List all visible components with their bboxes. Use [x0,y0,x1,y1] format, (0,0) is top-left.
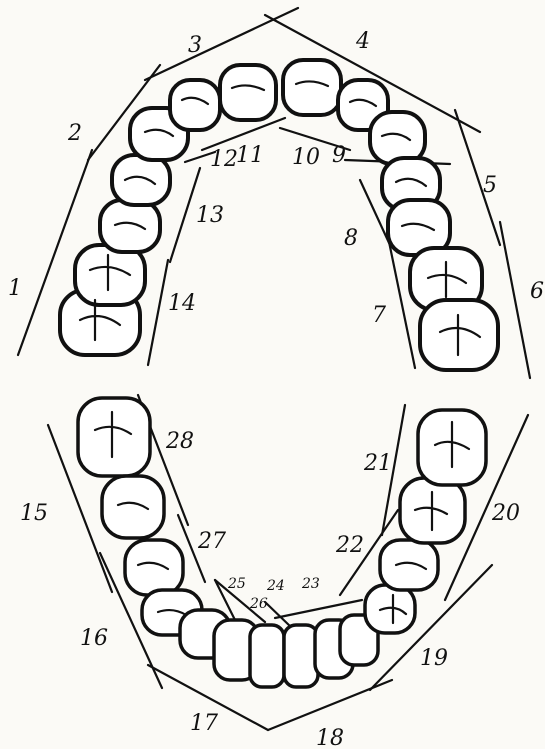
upper-segment-14 [148,260,168,365]
label-9: 9 [332,143,346,168]
upper-segment-6 [500,222,530,378]
label-3: 3 [188,33,202,58]
label-11: 11 [236,143,264,168]
upper-tooth [112,155,170,205]
label-28: 28 [165,429,194,454]
upper-tooth [170,80,220,130]
label-16: 16 [80,626,108,651]
label-6: 6 [530,279,544,304]
label-15: 15 [20,501,48,526]
label-8: 8 [344,226,358,251]
label-27: 27 [197,529,226,554]
label-20: 20 [491,501,520,526]
label-19: 19 [420,646,448,671]
upper-segment-3 [145,8,298,80]
upper-tooth [283,60,341,115]
lower-teeth [78,398,486,687]
label-23: 23 [301,576,320,592]
label-14: 14 [168,291,196,316]
label-25: 25 [227,576,246,592]
lower-tooth [125,540,183,595]
lower-tooth [250,625,284,687]
label-13: 13 [196,203,224,228]
lower-tooth [380,540,438,590]
label-22: 22 [335,533,364,558]
lower-tooth [365,585,415,633]
label-7: 7 [372,303,386,328]
label-12: 12 [210,147,238,172]
upper-tooth [220,65,276,120]
lower-tooth [102,476,164,538]
label-5: 5 [483,173,497,198]
lower-tooth [284,625,318,687]
lower-arch [48,395,528,730]
upper-arch [18,8,530,378]
label-17: 17 [190,711,218,736]
label-18: 18 [316,726,344,749]
lower-tooth [78,398,150,476]
label-21: 21 [363,451,392,476]
label-24: 24 [266,578,285,594]
upper-tooth [100,200,160,252]
label-1: 1 [8,276,22,301]
label-4: 4 [355,29,370,54]
label-10: 10 [292,145,320,170]
label-26: 26 [249,596,268,612]
label-2: 2 [67,121,82,146]
